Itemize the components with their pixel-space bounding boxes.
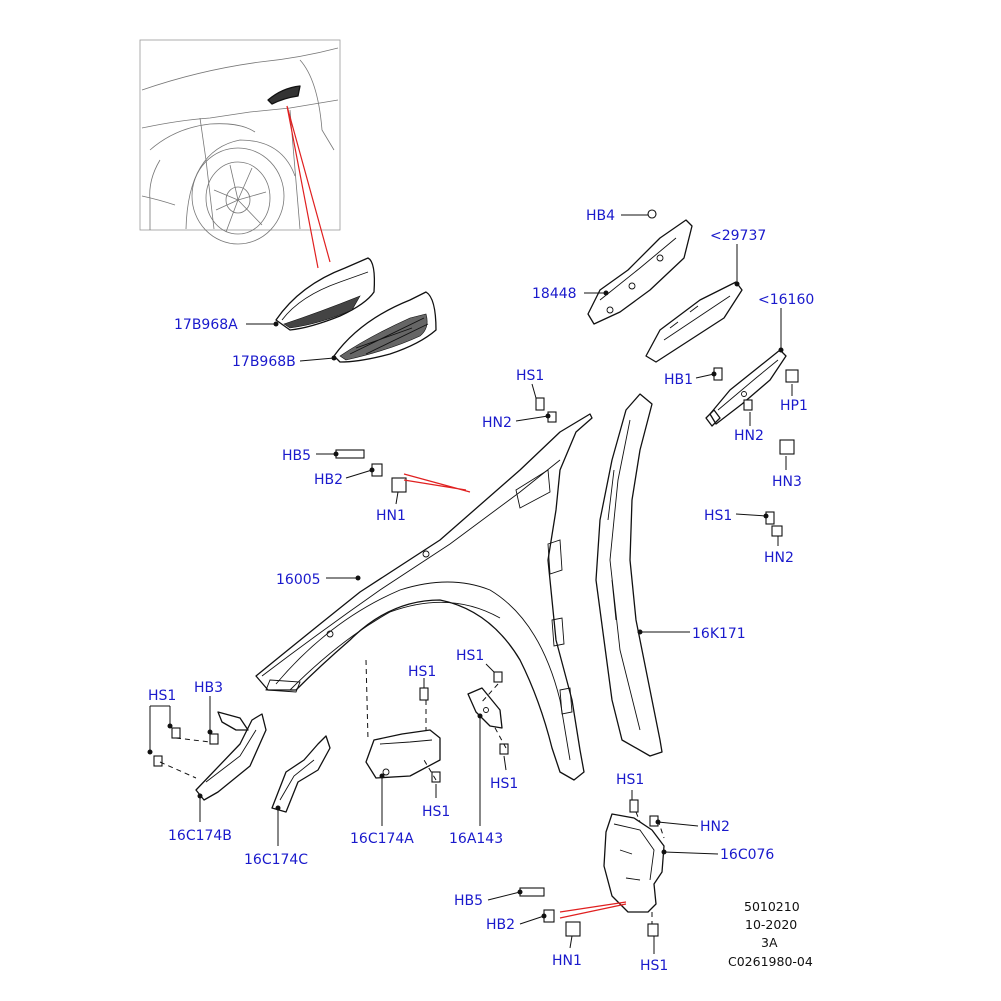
- label-16k171: 16K171: [692, 626, 746, 642]
- bracket-18448: [587, 219, 693, 325]
- bracket-16c076: [603, 813, 665, 913]
- bracket-16c174b: [195, 711, 267, 801]
- vehicle-inset: [139, 39, 341, 245]
- label-hb3: HB3: [194, 680, 223, 696]
- label-17b968b: 17B968B: [232, 354, 296, 370]
- label-hn2: HN2: [482, 415, 512, 431]
- label-16160: <16160: [758, 292, 814, 308]
- label-hs1: HS1: [148, 688, 176, 704]
- fasteners: [153, 209, 799, 937]
- label-hb2: HB2: [314, 472, 343, 488]
- label-hn2: HN2: [764, 550, 794, 566]
- label-hn3: HN3: [772, 474, 802, 490]
- ref-code: 5010210: [744, 899, 800, 914]
- bracket-29737: [645, 281, 743, 363]
- label-hb4: HB4: [586, 208, 615, 224]
- label-17b968a: 17B968A: [174, 317, 238, 333]
- label-hs1: HS1: [456, 648, 484, 664]
- label-hn1: HN1: [552, 953, 582, 969]
- bracket-16c174a: [365, 729, 441, 779]
- label-hn1: HN1: [376, 508, 406, 524]
- label-hn2: HN2: [700, 819, 730, 835]
- label-hs1: HS1: [408, 664, 436, 680]
- fender-vent-a: [275, 257, 376, 331]
- label-hs1: HS1: [640, 958, 668, 974]
- label-hb2: HB2: [486, 917, 515, 933]
- leader-lines: [147, 214, 793, 954]
- label-16c076: 16C076: [720, 847, 774, 863]
- label-hs1: HS1: [704, 508, 732, 524]
- seal-16k171: [595, 393, 663, 757]
- label-18448: 18448: [532, 286, 577, 302]
- label-hp1: HP1: [780, 398, 808, 414]
- ref-illustration-id: C0261980-04: [728, 954, 813, 969]
- bracket-16c174c: [271, 735, 331, 813]
- label-hs1: HS1: [516, 368, 544, 384]
- drawing-reference: 5010210 10-2020 3A C0261980-04: [728, 899, 813, 969]
- bracket-16160: [705, 349, 787, 427]
- label-16a143: 16A143: [449, 831, 503, 847]
- callout-labels: HB4 <29737 18448 <16160 17B968A 17B968B …: [148, 208, 814, 974]
- label-16c174c: 16C174C: [244, 852, 308, 868]
- fender-vent-b: [333, 291, 437, 363]
- label-hs1: HS1: [422, 804, 450, 820]
- label-16c174a: 16C174A: [350, 831, 414, 847]
- label-hb5: HB5: [282, 448, 311, 464]
- label-hs1: HS1: [616, 772, 644, 788]
- label-hb5: HB5: [454, 893, 483, 909]
- label-hb1: HB1: [664, 372, 693, 388]
- bracket-16a143: [467, 687, 503, 729]
- fender-16005: [255, 413, 593, 781]
- ref-date: 10-2020: [745, 917, 797, 932]
- label-16c174b: 16C174B: [168, 828, 232, 844]
- label-29737: <29737: [710, 228, 766, 244]
- ref-revision: 3A: [761, 935, 778, 950]
- label-16005: 16005: [276, 572, 321, 588]
- label-hn2: HN2: [734, 428, 764, 444]
- label-hs1: HS1: [490, 776, 518, 792]
